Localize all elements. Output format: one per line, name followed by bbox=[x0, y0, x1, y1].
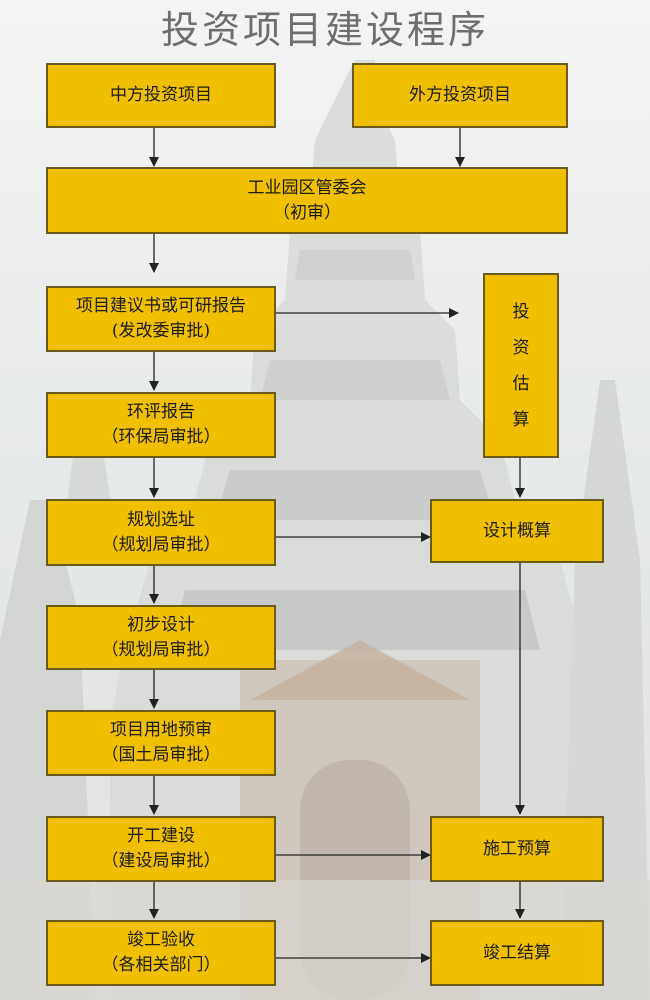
node-foreign-investment: 外方投资项目 bbox=[352, 63, 568, 128]
node-acceptance-line2: （各相关部门） bbox=[101, 955, 221, 975]
node-committee-line1: 工业园区管委会 bbox=[247, 177, 367, 198]
node-estimate-char-1: 投 bbox=[512, 301, 530, 322]
node-land-line2: （国土局审批） bbox=[101, 745, 221, 765]
node-acceptance-line1: 竣工验收 bbox=[127, 930, 195, 950]
node-site-line1: 规划选址 bbox=[127, 509, 195, 530]
node-proposal-line2: (发改委审批) bbox=[111, 321, 211, 341]
node-completion-acceptance: 竣工验收 （各相关部门） bbox=[46, 920, 276, 986]
node-design-line1: 初步设计 bbox=[127, 614, 195, 635]
node-committee-line2: （初审） bbox=[273, 202, 341, 223]
node-land-line1: 项目用地预审 bbox=[110, 720, 212, 740]
node-park-committee: 工业园区管委会 （初审） bbox=[46, 167, 568, 234]
node-estimate-char-3: 估 bbox=[512, 373, 530, 394]
node-domestic-investment: 中方投资项目 bbox=[46, 63, 276, 128]
node-site-selection: 规划选址 （规划局审批） bbox=[46, 499, 276, 566]
node-project-proposal: 项目建议书或可研报告 (发改委审批) bbox=[46, 286, 276, 352]
node-eia-report: 环评报告 （环保局审批） bbox=[46, 392, 276, 458]
node-preliminary-design: 初步设计 （规划局审批） bbox=[46, 605, 276, 670]
node-final-settlement: 竣工结算 bbox=[430, 920, 604, 986]
node-investment-estimate: 投 资 估 算 bbox=[483, 273, 559, 458]
node-eia-line1: 环评报告 bbox=[127, 402, 195, 422]
node-proposal-line1: 项目建议书或可研报告 bbox=[76, 296, 246, 316]
node-design-line2: （规划局审批） bbox=[101, 639, 221, 660]
node-estimate-char-2: 资 bbox=[512, 337, 530, 358]
node-site-line2: （规划局审批） bbox=[101, 534, 221, 555]
node-construction-start: 开工建设 （建设局审批） bbox=[46, 816, 276, 882]
node-construction-line1: 开工建设 bbox=[127, 826, 195, 846]
node-estimate-char-4: 算 bbox=[512, 409, 530, 430]
node-construction-budget: 施工预算 bbox=[430, 816, 604, 882]
node-design-budget-label: 设计概算 bbox=[483, 520, 551, 541]
node-design-budget: 设计概算 bbox=[430, 499, 604, 563]
node-domestic-label: 中方投资项目 bbox=[110, 85, 212, 105]
node-land-pre-review: 项目用地预审 （国土局审批） bbox=[46, 710, 276, 776]
node-construction-budget-label: 施工预算 bbox=[483, 838, 551, 859]
page-title: 投资项目建设程序 bbox=[160, 8, 489, 52]
node-construction-line2: （建设局审批） bbox=[101, 851, 221, 871]
node-foreign-label: 外方投资项目 bbox=[409, 85, 511, 105]
node-final-settlement-label: 竣工结算 bbox=[483, 942, 551, 963]
node-eia-line2: （环保局审批） bbox=[101, 427, 221, 447]
